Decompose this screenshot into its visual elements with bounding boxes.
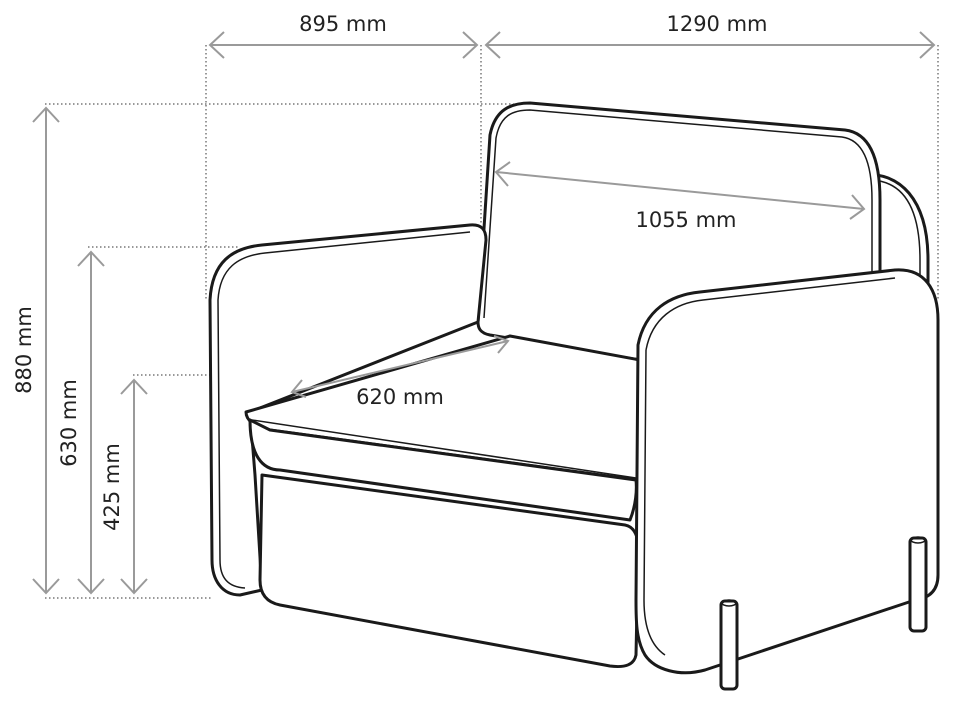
left-arm-top-inner-line (217, 231, 471, 301)
rear-leg-top (910, 536, 926, 544)
width-arrow (484, 31, 936, 59)
right-arm (634, 268, 940, 675)
arm-height-arrow (77, 250, 105, 595)
front-leg (719, 599, 739, 691)
armchair-drawing (208, 101, 940, 691)
rear-leg-body (908, 536, 928, 633)
seat-height-label: 425 mm (100, 443, 124, 531)
total-height-label: 880 mm (12, 306, 36, 394)
total-height-arrow (32, 106, 60, 595)
back-width-arrow (494, 161, 866, 220)
back-width-label: 1055 mm (635, 208, 736, 232)
seat-depth-label: 620 mm (356, 385, 444, 409)
dimension-arrows (32, 31, 936, 595)
rear-leg (908, 536, 928, 633)
right-arm-front-inner-line (643, 349, 666, 656)
width-label: 1290 mm (666, 12, 767, 36)
depth-arrow (208, 31, 479, 59)
front-leg-top (721, 599, 737, 607)
seat-depth-arrow (290, 335, 510, 398)
left-arm-front-inner-line (217, 299, 246, 589)
seat-cushion-seam (251, 419, 637, 479)
back-cushion-inner-line (483, 109, 873, 319)
seat-height-arrow (120, 378, 148, 595)
arm-height-label: 630 mm (57, 379, 81, 467)
back-cushion-rear-inner-line (871, 179, 921, 295)
front-leg-body (719, 599, 739, 691)
left-arm (208, 223, 488, 597)
right-arm-top-inner-line (645, 277, 896, 351)
depth-label: 895 mm (299, 12, 387, 36)
